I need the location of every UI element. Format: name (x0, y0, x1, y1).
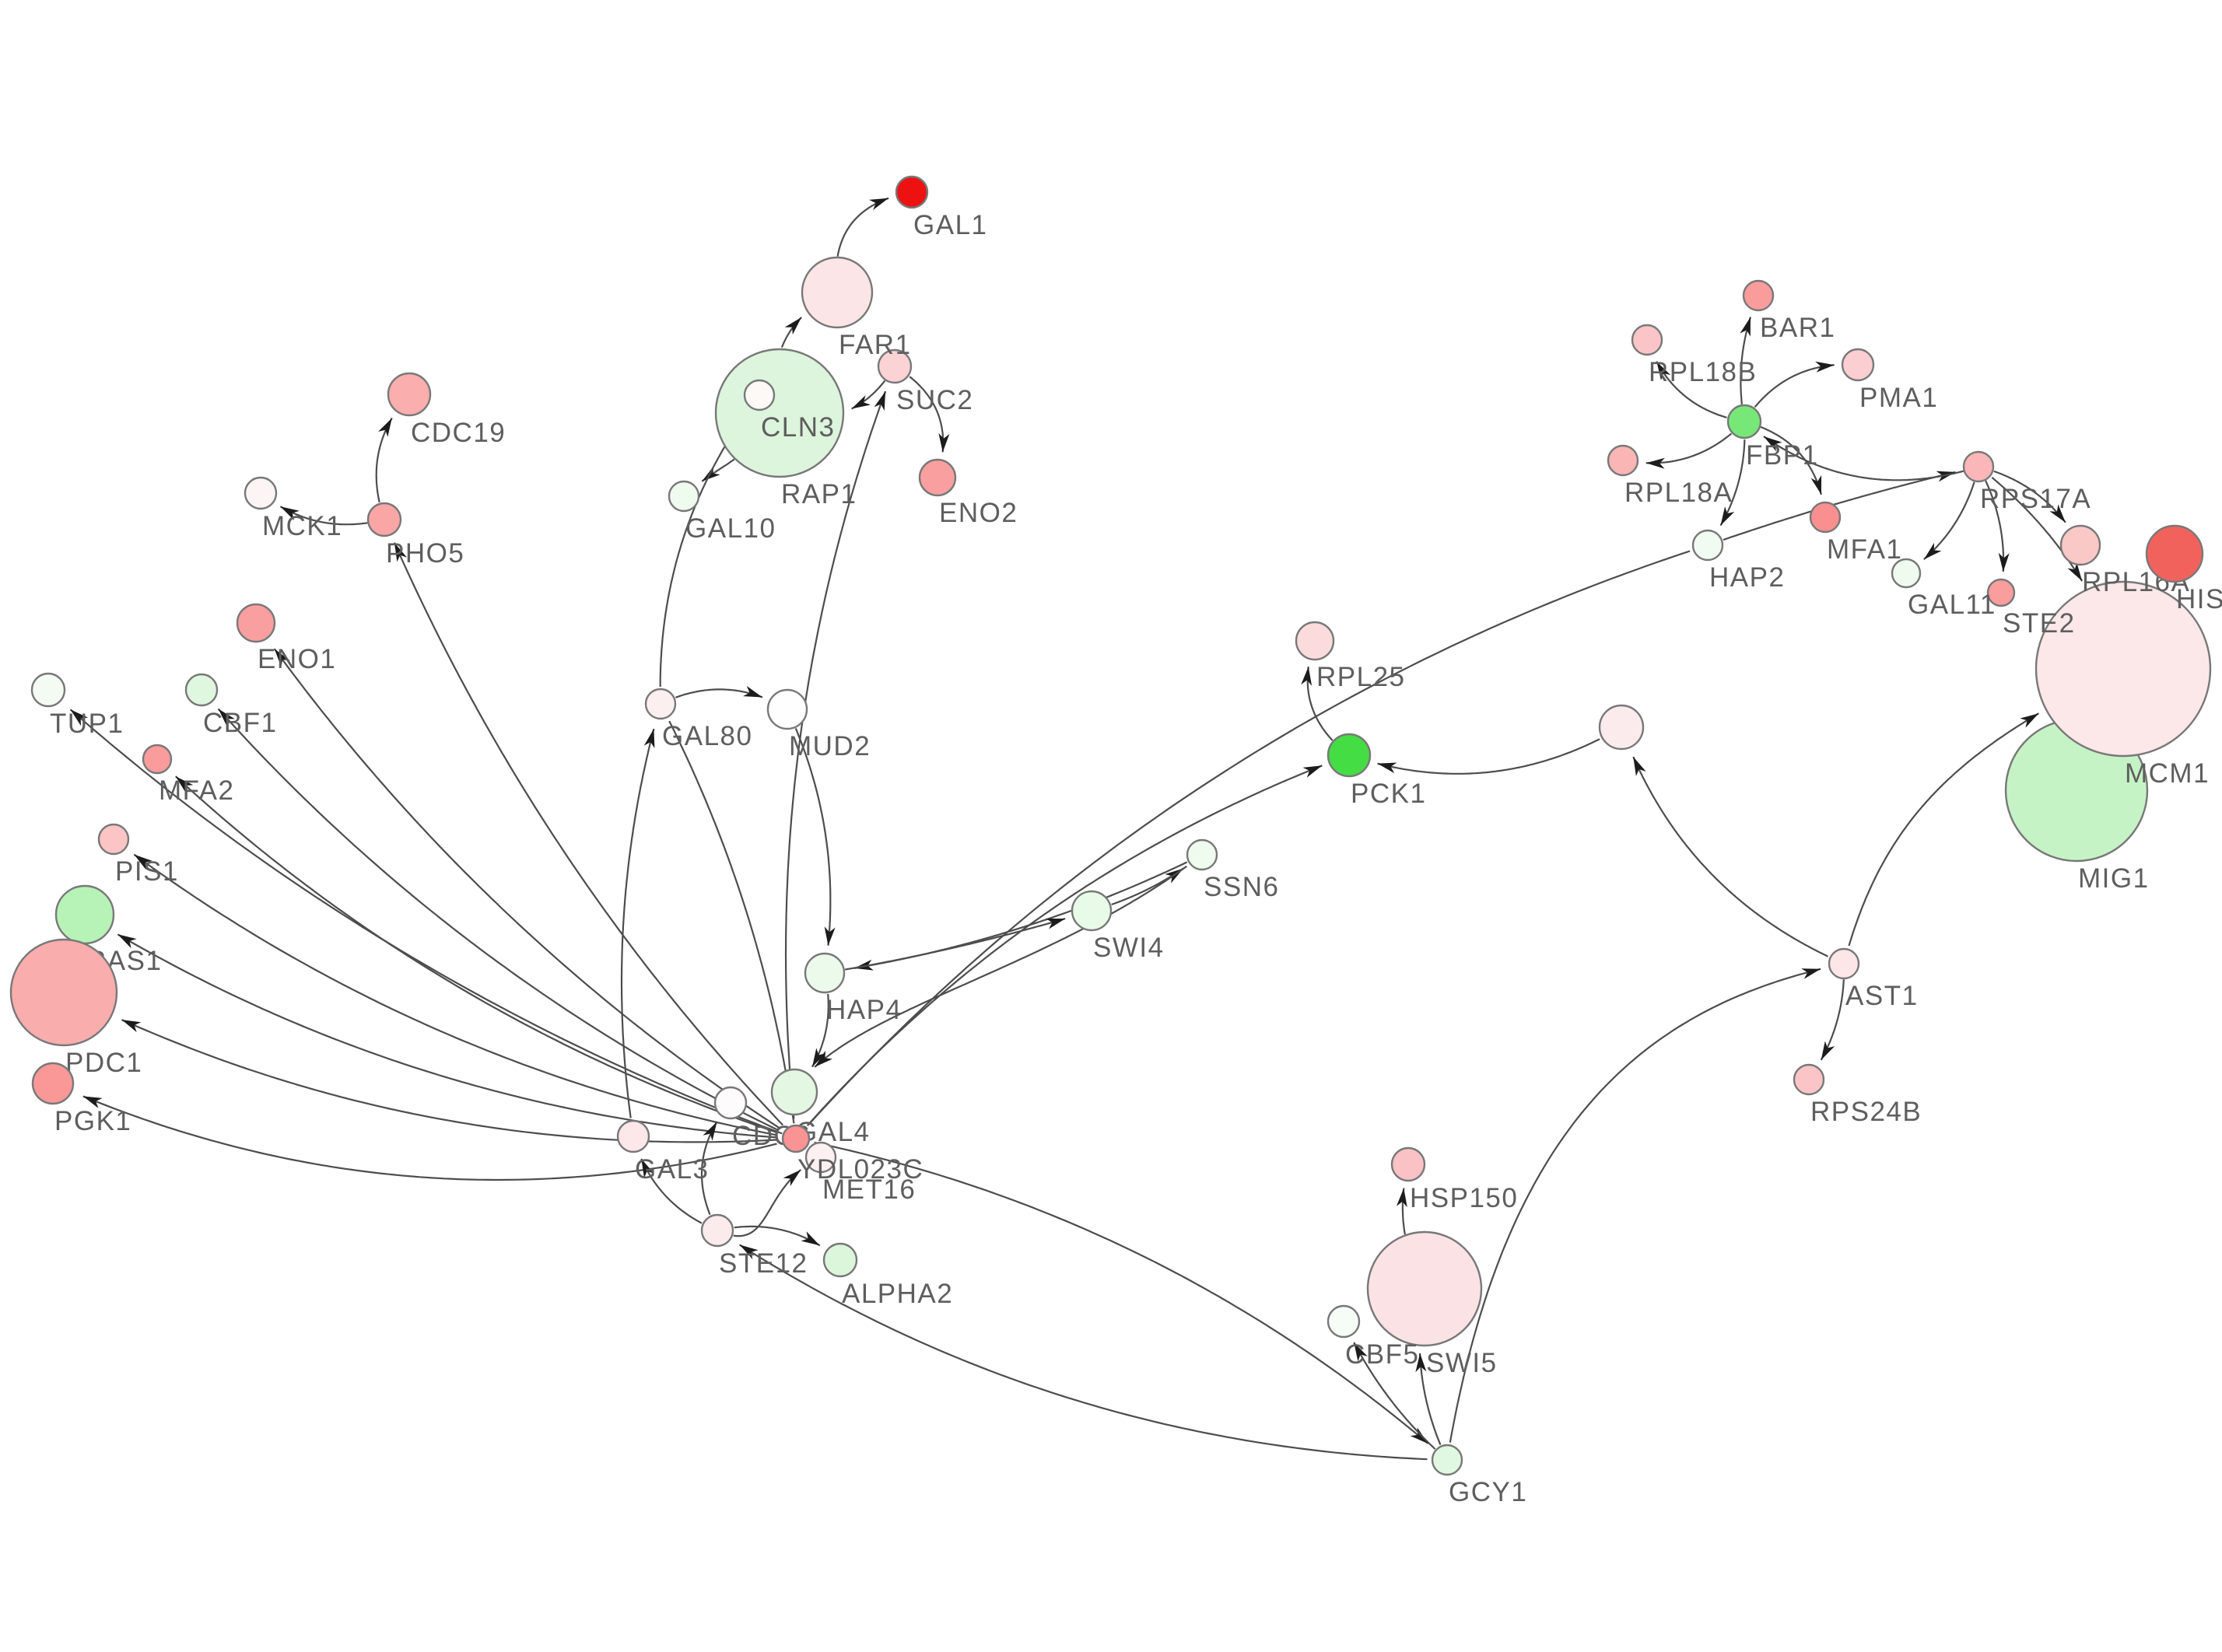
svg-text:PGK1: PGK1 (54, 1106, 131, 1136)
svg-text:PHO5: PHO5 (386, 538, 464, 569)
svg-text:ALPHA2: ALPHA2 (842, 1279, 953, 1309)
svg-text:STE2: STE2 (2003, 608, 2076, 639)
svg-text:PDC1: PDC1 (65, 1048, 142, 1078)
svg-text:GAL80: GAL80 (662, 721, 752, 751)
svg-text:RPL18B: RPL18B (1649, 357, 1757, 387)
svg-text:MFA1: MFA1 (1827, 534, 1902, 565)
svg-text:MET16: MET16 (822, 1174, 916, 1205)
svg-text:MIG1: MIG1 (2078, 863, 2150, 894)
svg-text:GAL10: GAL10 (685, 513, 776, 544)
svg-text:STE12: STE12 (719, 1248, 808, 1279)
svg-text:GCY1: GCY1 (1449, 1477, 1527, 1507)
svg-text:YDL023C: YDL023C (797, 1154, 923, 1185)
svg-text:HSP150: HSP150 (1410, 1183, 1518, 1213)
svg-text:SWI4: SWI4 (1093, 933, 1165, 963)
svg-text:SSN6: SSN6 (1204, 872, 1279, 902)
svg-text:SUC2: SUC2 (896, 385, 973, 415)
svg-text:RPS17A: RPS17A (1980, 484, 2091, 514)
svg-text:MCK1: MCK1 (262, 511, 342, 541)
svg-text:ENO2: ENO2 (939, 498, 1018, 528)
svg-text:MCM1: MCM1 (2125, 758, 2210, 789)
svg-text:BAR1: BAR1 (1760, 313, 1835, 343)
svg-text:SWI5: SWI5 (1426, 1348, 1498, 1378)
svg-text:RAP1: RAP1 (781, 479, 857, 509)
svg-text:HAP4: HAP4 (826, 995, 902, 1025)
svg-text:CBF5: CBF5 (1345, 1339, 1419, 1370)
svg-text:GAL3: GAL3 (635, 1154, 710, 1185)
svg-text:RPS24B: RPS24B (1810, 1097, 1922, 1127)
svg-text:GAL11: GAL11 (1908, 590, 1996, 620)
svg-text:TUP1: TUP1 (50, 709, 124, 739)
svg-text:MUD2: MUD2 (789, 731, 871, 761)
svg-text:CBF1: CBF1 (203, 708, 277, 738)
svg-text:RPL25: RPL25 (1316, 662, 1406, 692)
svg-text:FBP1: FBP1 (1746, 440, 1819, 471)
svg-text:GAL1: GAL1 (913, 210, 988, 240)
svg-text:HAP2: HAP2 (1709, 562, 1785, 593)
svg-text:PIS1: PIS1 (115, 856, 179, 887)
svg-text:RPL18A: RPL18A (1624, 478, 1733, 508)
svg-text:FAR1: FAR1 (839, 330, 912, 360)
svg-text:MFA2: MFA2 (159, 775, 234, 806)
svg-text:PCK1: PCK1 (1351, 779, 1426, 809)
svg-text:AST1: AST1 (1845, 981, 1919, 1011)
svg-text:ENO1: ENO1 (258, 644, 336, 674)
svg-text:CDC19: CDC19 (411, 418, 506, 448)
svg-text:PMA1: PMA1 (1859, 383, 1938, 413)
svg-text:CLN3: CLN3 (761, 412, 835, 443)
svg-text:HIS4: HIS4 (2176, 584, 2222, 614)
